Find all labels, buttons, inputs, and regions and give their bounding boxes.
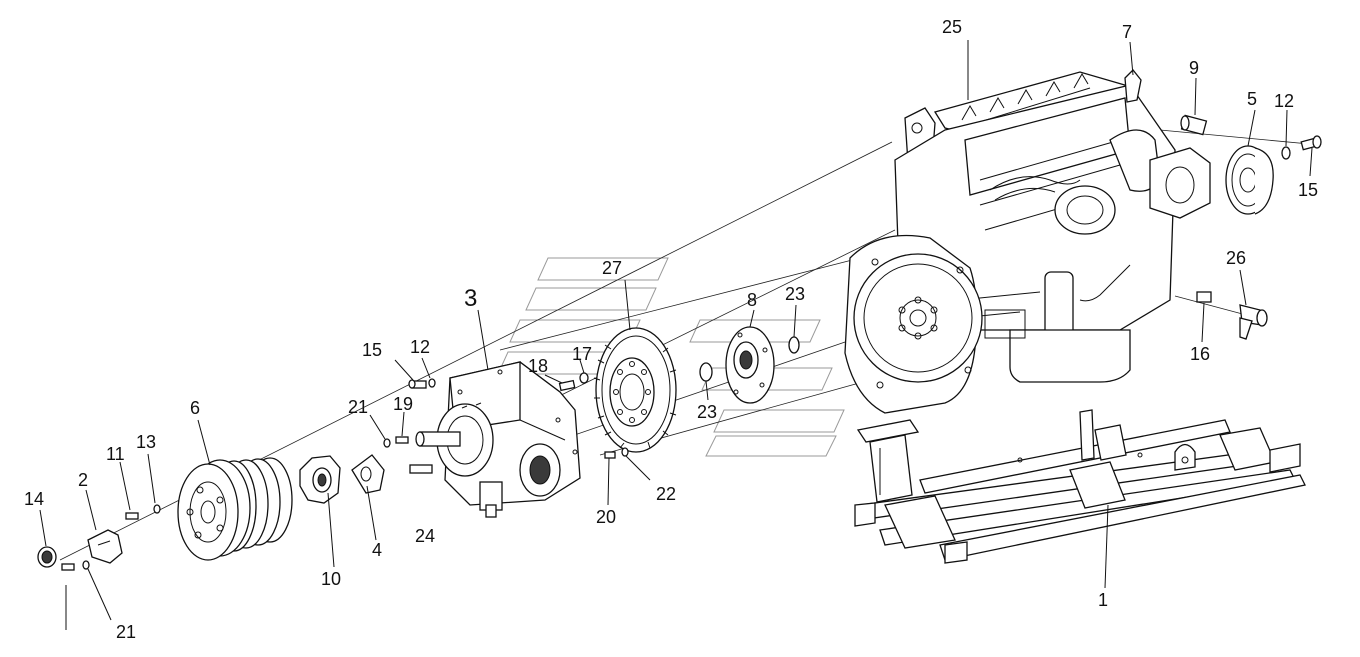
flange-part-8 xyxy=(725,326,775,404)
plate-part-4 xyxy=(351,454,385,494)
bolt-part-18 xyxy=(558,379,576,392)
o-ring-part-23-upper xyxy=(788,336,800,354)
bolt-part-15-middle xyxy=(408,379,427,389)
drain-tap-part-26 xyxy=(1239,304,1268,340)
callout-19: 19 xyxy=(393,394,413,414)
callout-22: 22 xyxy=(656,484,676,504)
leader-lines xyxy=(39,40,1313,630)
callout-24: 24 xyxy=(415,526,435,546)
callout-20: 20 xyxy=(596,507,616,527)
callout-27: 27 xyxy=(602,258,622,278)
callout-3: 3 xyxy=(464,285,477,312)
callout-21-middle: 21 xyxy=(348,397,368,417)
callout-15-right: 15 xyxy=(1298,180,1318,200)
washer-part-12-middle xyxy=(428,378,436,388)
fitting-part-9 xyxy=(1180,114,1208,136)
callout-23-upper: 23 xyxy=(785,284,805,304)
bolt-part-15-right xyxy=(1300,135,1322,151)
washer-part-21-bottom xyxy=(82,560,90,570)
callout-labels: 1 2 3 4 5 6 7 8 9 10 11 12 12 13 14 15 1… xyxy=(24,17,1318,642)
callout-21-bottom: 21 xyxy=(116,622,136,642)
bracket-part-2 xyxy=(87,529,123,564)
flywheel-housing xyxy=(844,234,983,414)
callout-4: 4 xyxy=(372,540,382,560)
callout-15-middle: 15 xyxy=(362,340,382,360)
washer-part-21-middle xyxy=(383,438,391,448)
callout-9: 9 xyxy=(1189,58,1199,78)
callout-8: 8 xyxy=(747,290,757,310)
bolt-bottom-left xyxy=(61,563,75,571)
callout-10: 10 xyxy=(321,569,341,589)
pulley-part-6 xyxy=(177,457,293,561)
callout-12-middle: 12 xyxy=(410,337,430,357)
callout-14: 14 xyxy=(24,489,44,509)
washer-part-17 xyxy=(579,372,589,384)
input-shaft xyxy=(415,431,461,447)
callout-18: 18 xyxy=(528,356,548,376)
callout-1: 1 xyxy=(1098,590,1108,610)
callout-25: 25 xyxy=(942,17,962,37)
callout-6: 6 xyxy=(190,398,200,418)
washer-part-13 xyxy=(153,504,161,514)
bolt-part-20 xyxy=(604,451,616,459)
callout-2: 2 xyxy=(78,470,88,490)
callout-5: 5 xyxy=(1247,89,1257,109)
key-part-24 xyxy=(409,464,433,474)
callout-26: 26 xyxy=(1226,248,1246,268)
o-ring-part-23-lower xyxy=(699,362,713,382)
fitting-part-16 xyxy=(1196,291,1212,303)
coupling-part-27 xyxy=(593,327,677,453)
callout-7: 7 xyxy=(1122,22,1132,42)
callout-23-lower: 23 xyxy=(697,402,717,422)
bolt-part-11 xyxy=(125,512,139,520)
gearbox-part-3 xyxy=(436,361,581,518)
hub-part-10 xyxy=(299,455,341,504)
callout-17: 17 xyxy=(572,344,592,364)
engine-mount-frame xyxy=(854,409,1306,564)
pulley-part-5 xyxy=(1225,145,1274,215)
washer-part-12-right xyxy=(1281,146,1291,160)
washer-part-22 xyxy=(621,447,629,457)
nut-part-14 xyxy=(37,546,57,568)
callout-12-right: 12 xyxy=(1274,91,1294,111)
callout-11: 11 xyxy=(106,444,125,464)
bolt-part-19 xyxy=(395,436,409,444)
callout-13: 13 xyxy=(136,432,156,452)
callout-16: 16 xyxy=(1190,344,1210,364)
